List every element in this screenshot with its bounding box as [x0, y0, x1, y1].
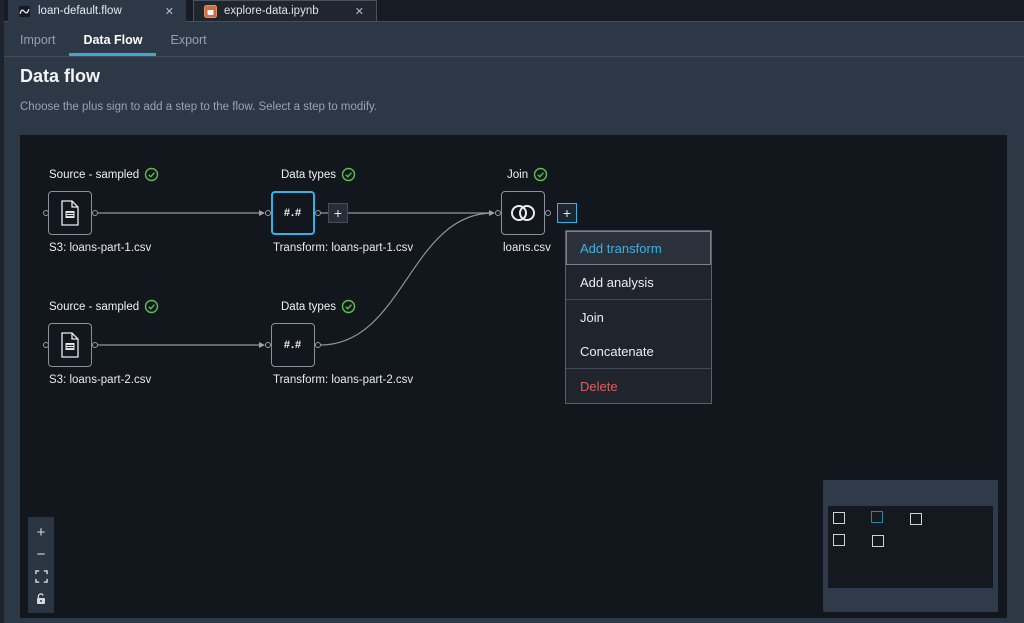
- node-label-source-2: Source - sampled: [49, 299, 159, 314]
- minimap-viewport: [828, 506, 993, 588]
- flow-file-icon: [18, 4, 31, 18]
- tab-export[interactable]: Export: [170, 32, 207, 47]
- node-source-2[interactable]: [48, 323, 92, 367]
- node-source-1[interactable]: [48, 191, 92, 235]
- flow-edges: [43, 210, 551, 348]
- zoom-out-button[interactable]: −: [36, 545, 46, 563]
- lock-toggle-button[interactable]: [30, 588, 52, 608]
- add-step-button-join[interactable]: +: [557, 203, 577, 223]
- minimap-node-source-2: [833, 534, 845, 546]
- minimap-node-join: [910, 513, 922, 525]
- node-label-datatypes-2: Data types: [281, 299, 356, 314]
- menu-item-add-transform[interactable]: Add transform: [566, 231, 711, 265]
- window-edge: [0, 0, 4, 623]
- menu-item-delete[interactable]: Delete: [580, 378, 618, 394]
- node-label-datatypes-1: Data types: [281, 167, 356, 182]
- tab-import[interactable]: Import: [20, 32, 56, 47]
- node-caption-datatypes-1: Transform: loans-part-1.csv: [273, 242, 414, 254]
- menu-divider: [566, 368, 711, 369]
- minimap-node-source-1: [833, 512, 845, 524]
- fit-view-icon: [34, 569, 48, 583]
- node-caption-source-2: S3: loans-part-2.csv: [49, 374, 152, 386]
- success-check-icon: [144, 299, 159, 314]
- add-step-context-menu: Add transform Add analysis Join Concaten…: [565, 230, 712, 404]
- node-caption-datatypes-2: Transform: loans-part-2.csv: [273, 374, 414, 386]
- minimap-node-datatypes-1: [871, 511, 883, 523]
- node-label-text: Data types: [281, 168, 336, 181]
- node-label-join: Join: [507, 167, 548, 182]
- tab-loan-default-flow[interactable]: loan-default.flow ✕: [8, 0, 186, 22]
- node-label-text: Source - sampled: [49, 168, 140, 181]
- source-file-icon: [61, 200, 79, 226]
- success-check-icon: [341, 299, 356, 314]
- close-icon[interactable]: ✕: [164, 5, 174, 18]
- fit-view-button[interactable]: [30, 566, 52, 586]
- minimap-node-datatypes-2: [872, 535, 884, 547]
- node-join[interactable]: [501, 191, 545, 235]
- tab-explore-data-ipynb[interactable]: explore-data.ipynb ✕: [193, 0, 377, 21]
- node-caption-source-1: S3: loans-part-1.csv: [49, 242, 152, 254]
- join-icon: [511, 205, 535, 221]
- tab-data-flow[interactable]: Data Flow: [69, 23, 157, 56]
- tab-title: loan-default.flow: [38, 5, 122, 17]
- flow-canvas[interactable]: Source - sampled Data types Join Source …: [20, 135, 1007, 618]
- file-tabbar: loan-default.flow ✕ explore-data.ipynb ✕: [0, 0, 1024, 22]
- zoom-in-button[interactable]: +: [36, 523, 46, 541]
- success-check-icon: [341, 167, 356, 182]
- menu-divider: [566, 299, 711, 300]
- unlock-icon: [37, 592, 45, 604]
- flow-navbar: Import Data Flow Export: [0, 23, 1024, 57]
- node-datatypes-1[interactable]: #.#: [271, 191, 315, 235]
- node-label-text: Data types: [281, 300, 336, 313]
- success-check-icon: [144, 167, 159, 182]
- datatypes-glyph: #.#: [283, 339, 303, 351]
- node-datatypes-2[interactable]: #.#: [271, 323, 315, 367]
- tab-title: explore-data.ipynb: [224, 5, 319, 17]
- menu-item-join[interactable]: Join: [580, 309, 604, 325]
- node-caption-join: loans.csv: [503, 242, 551, 254]
- menu-item-concatenate[interactable]: Concatenate: [580, 343, 654, 359]
- node-label-text: Join: [507, 168, 529, 181]
- source-file-icon: [61, 332, 79, 358]
- node-label-text: Source - sampled: [49, 300, 140, 313]
- datatypes-glyph: #.#: [283, 207, 303, 219]
- add-step-button-datatypes-1[interactable]: +: [328, 203, 348, 223]
- close-icon[interactable]: ✕: [354, 5, 364, 18]
- flow-minimap[interactable]: [823, 480, 998, 612]
- notebook-icon: [204, 4, 217, 18]
- menu-item-add-analysis[interactable]: Add analysis: [580, 274, 654, 290]
- canvas-zoom-toolbar: + −: [28, 517, 54, 613]
- node-label-source-1: Source - sampled: [49, 167, 159, 182]
- page-title: Data flow: [20, 66, 101, 86]
- success-check-icon: [533, 167, 548, 182]
- page-subtitle: Choose the plus sign to add a step to th…: [20, 101, 378, 113]
